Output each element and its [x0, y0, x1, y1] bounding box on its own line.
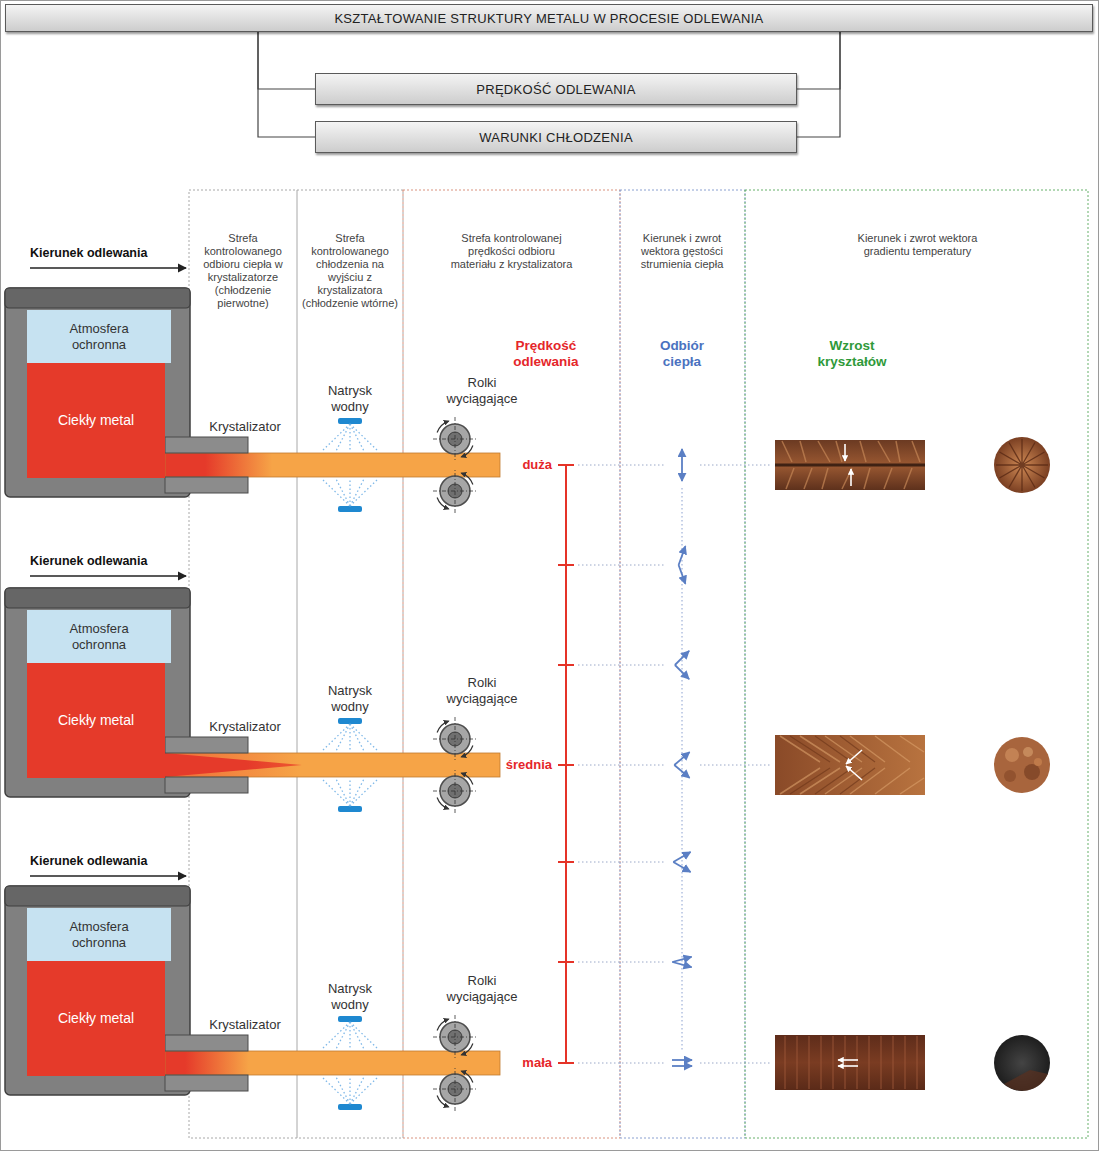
node-text: KSZTAŁTOWANIE STRUKTURY METALU W PROCESI…	[334, 11, 763, 26]
heat-flux-vectors	[672, 449, 692, 1066]
zone-header: Strefa kontrolowanego chłodzenia na wyjś…	[299, 232, 401, 310]
node-text: Atmosfera ochronna	[49, 321, 149, 353]
zone-header: Kierunek i zwrot wektora gęstości strumi…	[632, 232, 732, 271]
spray-label: Natrysk wodny	[312, 683, 388, 715]
node-text: PRĘDKOŚĆ ODLEWANIA	[476, 82, 636, 97]
node-text: WARUNKI CHŁODZENIA	[479, 130, 633, 145]
spray-label: Natrysk wodny	[312, 383, 388, 415]
node-text: Atmosfera ochronna	[49, 919, 149, 951]
title-box: KSZTAŁTOWANIE STRUKTURY METALU W PROCESI…	[5, 4, 1093, 32]
column-heading: Odbiór ciepła	[642, 338, 722, 370]
speed-value: średnia	[490, 757, 552, 773]
node-text: Atmosfera ochronna	[49, 621, 149, 653]
category-box: PRĘDKOŚĆ ODLEWANIA	[315, 73, 797, 105]
casting-machine	[5, 588, 500, 813]
spray-label: Natrysk wodny	[312, 981, 388, 1013]
mould-label: Krystalizator	[193, 1017, 297, 1033]
category-box: WARUNKI CHŁODZENIA	[315, 121, 797, 153]
mould-label: Krystalizator	[193, 719, 297, 735]
zone-columns	[189, 190, 1088, 1138]
crystal-photo	[775, 437, 1050, 493]
direction-label: Kierunek odlewania	[30, 553, 200, 569]
liquid-metal-bath: Ciekły metal	[27, 363, 165, 478]
zone-header: Kierunek i zwrot wektora gradientu tempe…	[855, 232, 980, 258]
column-heading: Wzrost kryształów	[800, 338, 904, 370]
crystal-photo	[775, 1035, 1050, 1091]
liquid-metal-bath: Ciekły metal	[27, 961, 165, 1076]
zone-header: Strefa kontrolowanej prędkości odbioru m…	[449, 232, 574, 271]
liquid-metal-bath: Ciekły metal	[27, 663, 165, 778]
roll-label: Rolki wyciągające	[437, 675, 527, 707]
casting-machine	[5, 288, 500, 513]
atmosphere-chamber: Atmosfera ochronna	[27, 610, 171, 663]
roll-label: Rolki wyciągające	[437, 375, 527, 407]
mould-label: Krystalizator	[193, 419, 297, 435]
speed-axis	[558, 465, 574, 1063]
direction-label: Kierunek odlewania	[30, 853, 200, 869]
casting-machine	[5, 886, 500, 1111]
column-heading: Prędkość odlewania	[500, 338, 592, 370]
roll-label: Rolki wyciągające	[437, 973, 527, 1005]
crystal-photo	[775, 735, 1050, 795]
atmosphere-chamber: Atmosfera ochronna	[27, 908, 171, 961]
atmosphere-chamber: Atmosfera ochronna	[27, 310, 171, 363]
speed-value: duża	[490, 457, 552, 473]
speed-value: mała	[490, 1055, 552, 1071]
node-text: Ciekły metal	[58, 1010, 134, 1027]
node-text: Ciekły metal	[58, 412, 134, 429]
direction-label: Kierunek odlewania	[30, 245, 200, 261]
leader-dots	[578, 465, 770, 1063]
zone-header: Strefa kontrolowanego odbioru ciepła w k…	[192, 232, 294, 310]
node-text: Ciekły metal	[58, 712, 134, 729]
